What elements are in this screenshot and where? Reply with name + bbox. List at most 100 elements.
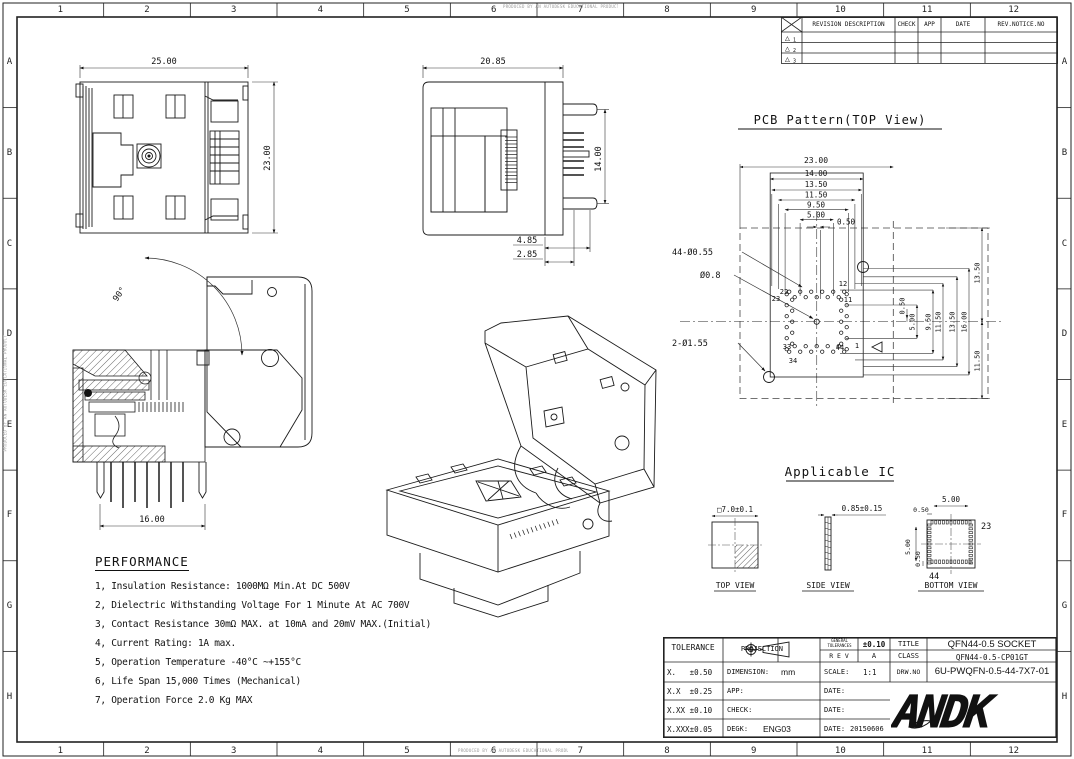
ic-top-dim: □7.0±0.1 — [717, 505, 753, 514]
zone-row-label: G — [6, 601, 13, 612]
svg-text:44: 44 — [836, 344, 844, 352]
svg-text:16.00: 16.00 — [961, 311, 969, 332]
tol-row-1: X. ±0.50 — [667, 668, 713, 677]
zone-column-label: 4 — [317, 746, 324, 756]
tol-row-3: X.XX ±0.10 — [667, 706, 713, 715]
zone-column-label: 11 — [921, 5, 933, 15]
zone-row-label: D — [6, 329, 13, 340]
side-pinspan-dim: 14.00 — [594, 146, 604, 172]
performance-item: 5, Operation Temperature -40°C ~+155°C — [95, 657, 301, 668]
revision-header-notice: REV.NOTICE.NO — [997, 21, 1045, 28]
performance-item: 4, Current Rating: 1A max. — [95, 638, 236, 649]
performance-section: PERFORMANCE 1, Insulation Resistance: 10… — [95, 551, 485, 710]
zone-column-label: 11 — [921, 746, 933, 756]
zone-row-label: A — [6, 57, 13, 68]
applicable-ic-view: Applicable IC □7.0±0.1 TOP VIEW 0.85±0.1… — [708, 464, 991, 592]
revision-row-markers: △ 1 △ 2 △ 3 — [785, 34, 796, 65]
zone-column-label: 3 — [230, 746, 237, 756]
dimension-label: DIMENSION: — [727, 668, 770, 676]
svg-text:13.50: 13.50 — [974, 262, 982, 283]
revision-mark-triangle: △ — [785, 55, 790, 64]
svg-text:5.00: 5.00 — [909, 314, 917, 331]
ic-bottom-dim-top-small: 0.50 — [913, 506, 929, 514]
zone-column-label: 8 — [664, 746, 670, 756]
pcb-guide-holes — [763, 261, 869, 383]
performance-title: PERFORMANCE — [95, 554, 189, 571]
title-block: TOLERANCE PROJECTION GENERAL TOLERANCES … — [663, 637, 1057, 738]
socket-section-view: 90° — [72, 256, 313, 530]
svg-text:13.50: 13.50 — [949, 311, 957, 332]
ic-side-label: SIDE VIEW — [806, 581, 850, 590]
performance-list: 1, Insulation Resistance: 1000MΩ Min.At … — [95, 577, 485, 710]
degk-value: ENG03 — [763, 724, 791, 734]
socket-side-view: 20.85 14.00 4.85 2.85 — [422, 57, 609, 266]
tol-row-4: X.XXX±0.05 — [667, 725, 713, 734]
zone-column-label: 2 — [144, 746, 150, 756]
scale-label: SCALE: — [824, 668, 850, 676]
pivot-dot — [84, 389, 92, 397]
check-label: CHECK: — [727, 706, 753, 714]
zone-column-label: 8 — [664, 5, 670, 15]
pcb-guides-label: 2-Ø1.55 — [672, 338, 708, 349]
ic-bottom-dim-top: 5.00 — [942, 495, 961, 504]
open-angle-label: 90° — [111, 285, 128, 303]
drwno-label: DRW.NO — [896, 668, 921, 676]
autodesk-watermark: PRODUCED BY AN AUTODESK EDUCATIONAL PROD… — [2, 335, 8, 452]
title-label: TITLE — [897, 640, 920, 648]
zone-column-label: 1 — [57, 5, 64, 15]
zone-row-label: C — [6, 238, 13, 249]
svg-text:14.00: 14.00 — [805, 169, 828, 178]
app-label: APP: — [727, 687, 744, 695]
rev-label: R E V — [829, 652, 849, 660]
pcb-title: PCB Pattern(TOP View) — [754, 113, 927, 127]
zone-column-label: 12 — [1008, 5, 1020, 15]
pcb-dim-lines — [739, 164, 990, 399]
svg-text:0.50: 0.50 — [899, 298, 907, 315]
date-label-1: DATE: — [824, 687, 846, 695]
front-height-dim: 23.00 — [263, 145, 273, 171]
ic-bottom-dim-left: 5.00 — [904, 539, 912, 555]
date-label-2: DATE: — [824, 706, 846, 714]
svg-text:11.50: 11.50 — [974, 350, 982, 371]
zone-row-label: E — [6, 419, 13, 430]
andk-logo: ANDK — [891, 687, 999, 737]
side-dim-a: 4.85 — [517, 236, 537, 246]
zone-column-label: 3 — [230, 5, 237, 15]
svg-text:2: 2 — [793, 48, 796, 54]
revision-mark-triangle: △ — [785, 34, 790, 43]
zone-column-label: 12 — [1008, 746, 1020, 756]
drwno-value: 6U-PWQFN-0.5-44-7X7-01 — [934, 666, 1050, 677]
zone-column-label: 6 — [490, 5, 497, 15]
class-value: QFN44-0.5-CP01GT — [955, 652, 1029, 662]
zone-column-label: 1 — [57, 746, 64, 756]
scale-value: 1:1 — [863, 668, 877, 677]
performance-item: 3, Contact Resistance 30mΩ MAX. at 10mA … — [95, 619, 432, 630]
side-dim-b: 2.85 — [517, 250, 537, 260]
svg-text:9.50: 9.50 — [807, 200, 826, 209]
ic-top-label: TOP VIEW — [716, 581, 755, 590]
revision-mark-triangle: △ — [785, 44, 790, 53]
svg-text:22: 22 — [780, 288, 788, 296]
ic-bottom-view: 5.00 0.50 5.00 0.50 23 44 BOTTOM VIEW — [904, 495, 991, 592]
svg-text:11.50: 11.50 — [805, 191, 828, 200]
side-width-dim: 20.85 — [480, 57, 506, 67]
zone-row-label: E — [1061, 419, 1068, 430]
svg-text:11: 11 — [844, 296, 852, 304]
zone-row-label: H — [6, 691, 13, 702]
zone-column-label: 9 — [750, 5, 757, 15]
svg-text:9.50: 9.50 — [925, 314, 933, 331]
front-width-dim: 25.00 — [151, 57, 177, 67]
svg-text:1: 1 — [793, 38, 796, 44]
performance-item: 1, Insulation Resistance: 1000MΩ Min.At … — [95, 581, 350, 592]
zone-row-label: A — [1061, 57, 1068, 68]
andk-logo-text: ANDK — [891, 687, 999, 737]
revision-header-app: APP — [924, 21, 935, 28]
svg-text:0.50: 0.50 — [837, 218, 856, 227]
zone-column-label: 10 — [834, 5, 846, 15]
general-tolerances-value: ±0.10 — [862, 640, 886, 649]
svg-text:12: 12 — [839, 280, 847, 288]
general-tolerances-label: GENERAL TOLERANCES — [827, 638, 852, 648]
revision-table-grid: △ 1 △ 2 △ 3 — [781, 17, 1058, 64]
dimension-value: mm — [781, 667, 796, 677]
